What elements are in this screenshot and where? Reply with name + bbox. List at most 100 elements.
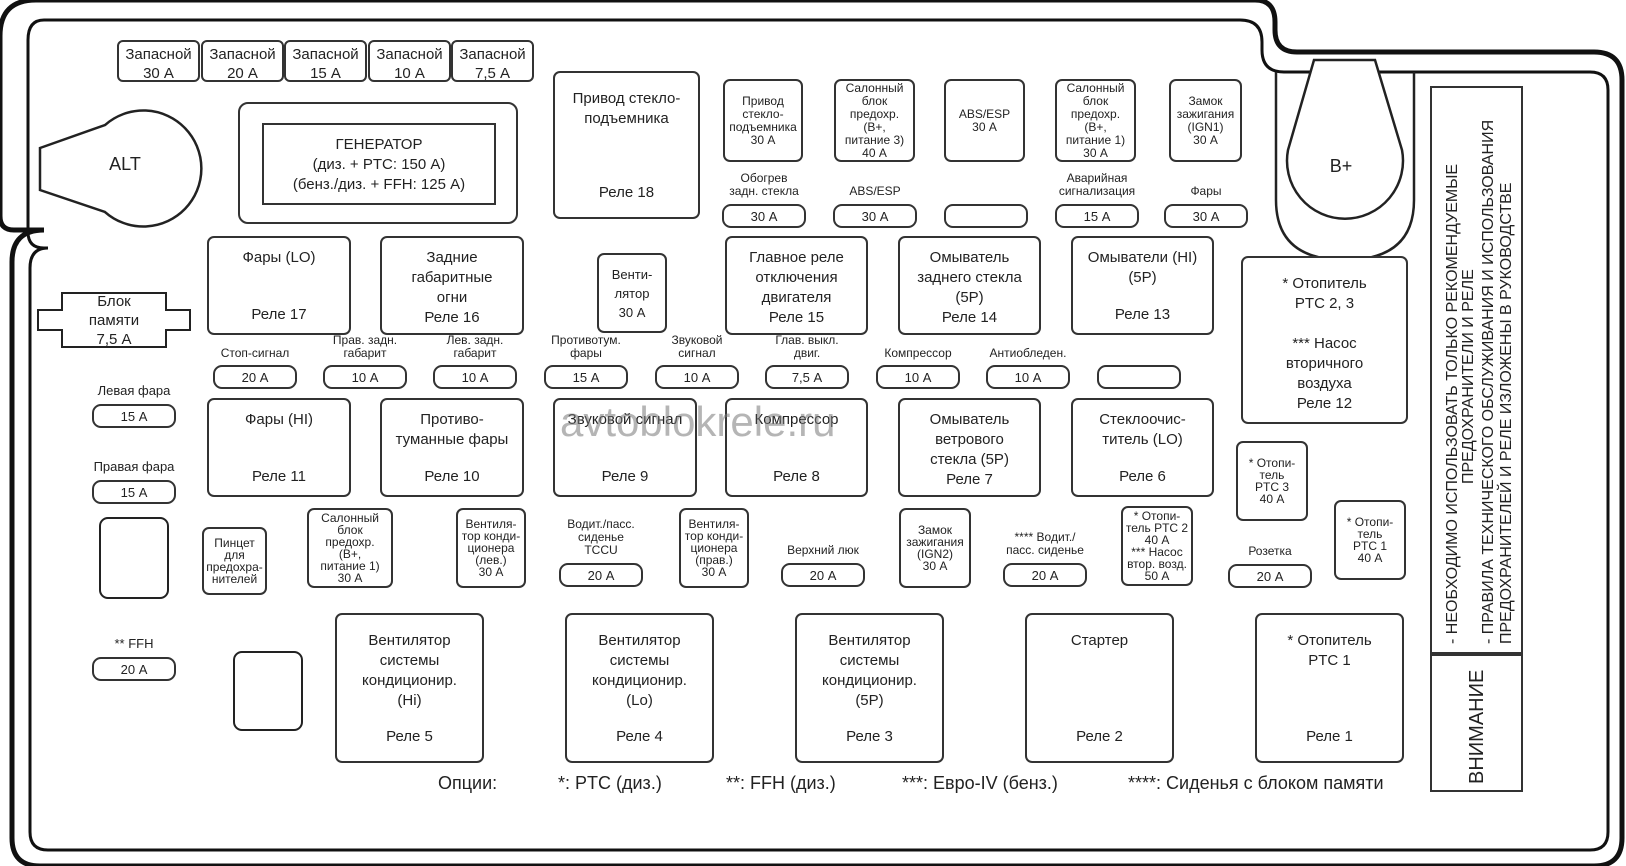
spare-name: Запасной — [376, 46, 443, 63]
text-line: ABS/ESP — [958, 106, 1011, 121]
blade-fuse[interactable]: 20 А — [213, 365, 297, 389]
text-line: Компрессор — [884, 346, 952, 360]
relay-13[interactable]: Омыватели (HI)(5P)Реле 13 — [1071, 236, 1214, 335]
warning-panel: - НЕОБХОДИМО ИСПОЛЬЗОВАТЬ ТОЛЬКО РЕКОМЕН… — [1430, 86, 1523, 654]
relay-label: Реле 5 — [386, 728, 433, 745]
relay-label: Реле 1 — [1306, 728, 1353, 745]
text-line: предохр. — [1070, 106, 1121, 121]
relay-label: Реле 4 — [616, 728, 663, 745]
text-line: ветрового — [935, 431, 1004, 448]
relay-label: Реле 14 — [941, 309, 998, 326]
blade-fuse[interactable]: 15 А — [1055, 204, 1139, 228]
blade-fuse[interactable]: 10 А — [986, 365, 1070, 389]
blade-fuse-label: Правая фара — [72, 460, 196, 474]
blade-fuse[interactable] — [1097, 365, 1181, 389]
blade-fuse[interactable]: 20 А — [1228, 564, 1312, 588]
relay-label: Реле 9 — [601, 468, 649, 485]
blade-fuse[interactable]: 10 А — [655, 365, 739, 389]
text-line: (Lo) — [626, 692, 653, 709]
option-memory-seats: ****: Сиденья с блоком памяти — [1128, 773, 1384, 793]
text-line: Фары (LO) — [242, 249, 316, 266]
relay-title: Фары (HI) — [245, 410, 313, 430]
text-line: (лев.) — [475, 553, 507, 567]
text-line: 40 А — [1144, 533, 1170, 547]
text-line: втор. возд. — [1127, 557, 1187, 571]
text-line: * Отопи- — [1248, 456, 1296, 470]
relay-17[interactable]: Фары (LO)Реле 17 — [207, 236, 351, 335]
text-line: 30 А — [701, 565, 727, 579]
blade-fuse[interactable]: 30 А — [722, 204, 806, 228]
blade-fuse[interactable]: 30 А — [833, 204, 917, 228]
relay-title: Привод стекло-подъемника — [573, 89, 681, 129]
text-line: Привод — [742, 93, 784, 108]
cartridge-fuse-fanR[interactable]: Вентиля-тор конди-ционера(прав.)30 А — [679, 508, 749, 588]
text-line: блок — [1082, 93, 1109, 108]
blade-fuse[interactable]: 20 А — [1003, 563, 1087, 587]
text-line: PTC 2, 3 — [1294, 295, 1355, 312]
text-line: 30 А — [337, 571, 363, 585]
text-line: Компрессор — [754, 411, 839, 428]
blade-fuse[interactable]: 20 А — [92, 657, 176, 681]
text-line: задн. стекла — [729, 184, 799, 198]
relay-label: Реле 10 — [424, 468, 480, 485]
text-line: Омыватель — [929, 249, 1010, 266]
blade-fuse[interactable]: 15 А — [92, 404, 176, 428]
relay-11[interactable]: Фары (HI)Реле 11 — [207, 398, 351, 497]
text-line: Омыватель — [929, 411, 1010, 428]
text-line: Фары — [1190, 184, 1222, 198]
blade-fuse[interactable]: 7,5 А — [765, 365, 849, 389]
blade-fuse[interactable]: 10 А — [433, 365, 517, 389]
relay-6[interactable]: Стеклоочис-титель (LO)Реле 6 — [1071, 398, 1214, 497]
blade-fuse[interactable] — [944, 204, 1028, 228]
text-line: PTC 1 — [1308, 652, 1351, 669]
text-line: Вентиля- — [688, 517, 740, 531]
blade-fuse[interactable]: 10 А — [323, 365, 407, 389]
text-line: блок — [337, 523, 363, 537]
blade-fuse[interactable]: 10 А — [876, 365, 960, 389]
text-line: Задние — [426, 249, 478, 266]
cartridge-fuse-fanL[interactable]: Вентиля-тор конди-ционера(лев.)30 А — [456, 508, 526, 588]
blade-fuse[interactable]: 30 А — [1164, 204, 1248, 228]
text-line: (диз. + PTC: 150 А) — [312, 156, 446, 173]
text-line: Розетка — [1248, 544, 1292, 558]
blade-fuse[interactable]: 15 А — [92, 480, 176, 504]
blade-fuse[interactable]: 20 А — [781, 563, 865, 587]
blade-fuse[interactable]: 15 А — [544, 365, 628, 389]
blade-fuse[interactable]: 20 А — [559, 563, 643, 587]
text-line: (B+, — [863, 119, 886, 134]
